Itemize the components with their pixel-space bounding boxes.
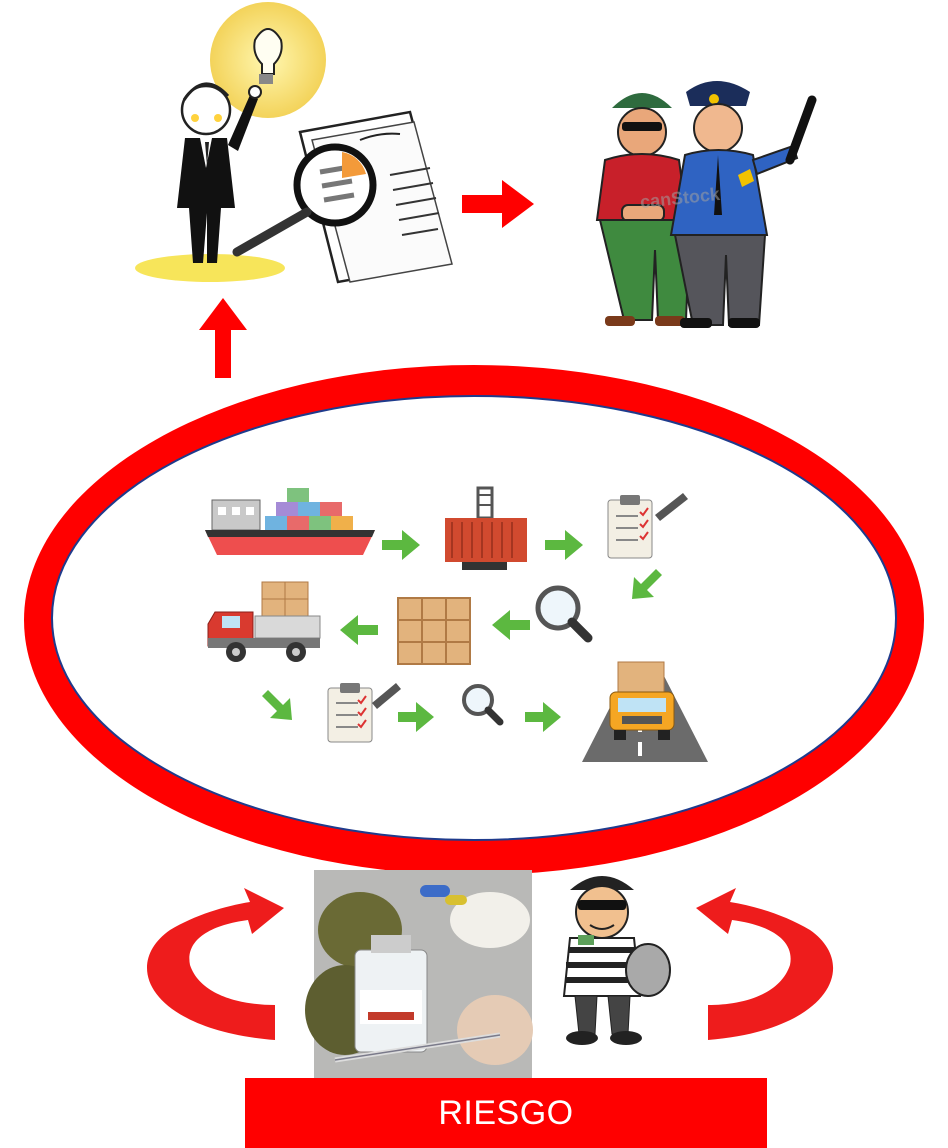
checklist-clipboard-icon — [607, 493, 688, 559]
checklist-clipboard-icon — [327, 683, 401, 743]
magnifier-icon — [535, 585, 593, 643]
analyst-idea-icon — [135, 2, 326, 282]
flow-arrow-2 — [545, 530, 583, 560]
boxes-pallet-icon — [397, 597, 471, 665]
flow-arrow-8 — [525, 702, 561, 732]
flow-arrow-4 — [492, 610, 530, 640]
red-curved-arrow-right — [696, 888, 834, 1040]
arrest-police-icon — [595, 81, 817, 328]
risk-label-box: RIESGO — [245, 1078, 767, 1148]
thief-icon — [562, 876, 671, 1045]
container-crane-icon — [445, 486, 527, 570]
flow-arrow-6 — [262, 690, 292, 720]
cargo-ship-icon — [205, 488, 375, 555]
delivery-truck-icon — [207, 581, 321, 662]
red-arrow-up — [199, 298, 247, 378]
flow-arrow-3 — [632, 569, 662, 599]
document-magnifier-icon — [232, 110, 453, 284]
flow-arrow-1 — [382, 530, 420, 560]
flow-arrow-7 — [398, 702, 434, 732]
red-arrow-right — [462, 180, 534, 228]
contraband-drugs-icon — [305, 870, 533, 1078]
red-curved-arrow-left — [147, 888, 284, 1040]
flow-arrow-5 — [340, 615, 378, 645]
magnifier-icon — [462, 684, 504, 726]
risk-label-text: RIESGO — [438, 1093, 574, 1132]
road-truck-icon — [582, 661, 708, 762]
